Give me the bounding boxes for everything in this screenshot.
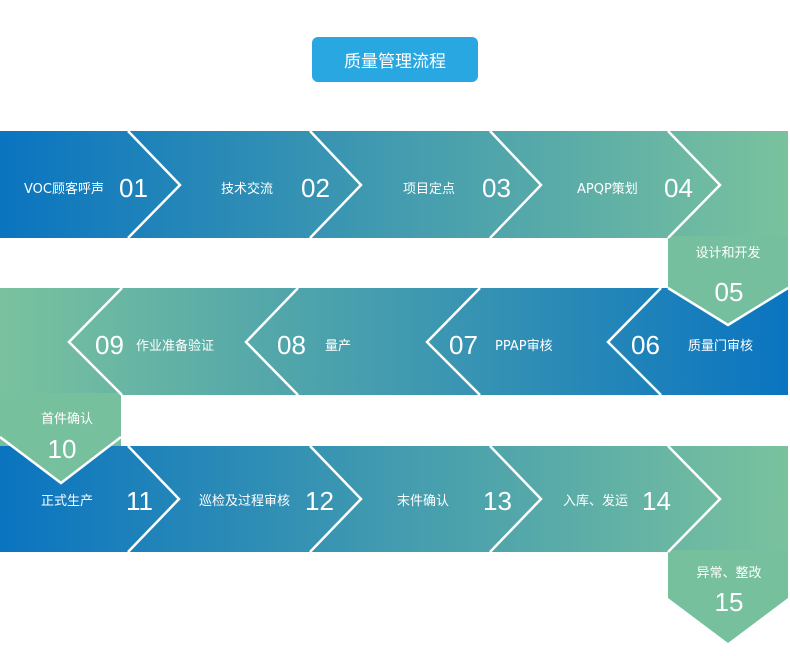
step-12-number: 12: [305, 486, 334, 516]
step-03-label: 项目定点: [403, 182, 455, 197]
step-13-number: 13: [483, 486, 512, 516]
step-02-label: 技术交流: [221, 181, 273, 197]
step-09-number: 09: [95, 330, 124, 360]
step-10-label: 首件确认: [41, 412, 93, 427]
step-14-label: 入库、发运: [563, 493, 628, 509]
step-12-label: 巡检及过程审核: [199, 494, 290, 509]
step-11-number: 11: [126, 486, 153, 516]
row-1-band: [0, 131, 788, 238]
step-07-number: 07: [449, 330, 478, 360]
step-11-label: 正式生产: [41, 494, 93, 509]
step-06-number: 06: [631, 330, 660, 360]
step-06-label: 质量门审核: [688, 339, 753, 354]
separator: [67, 287, 123, 396]
step-01-label: VOC顾客呼声: [24, 181, 104, 197]
separator: [309, 130, 363, 239]
turn-box-05-arrow: [668, 288, 788, 325]
step-13-label: 末件确认: [397, 494, 449, 509]
step-10-number: 10: [48, 434, 77, 464]
separator: [244, 287, 299, 396]
step-04-label: APQP策划: [577, 181, 638, 197]
separator: [667, 445, 722, 553]
step-08-label: 量产: [325, 339, 351, 354]
separator: [489, 445, 543, 553]
turn-box-10: [0, 393, 121, 483]
step-02-number: 02: [301, 173, 330, 203]
separator: [606, 287, 662, 396]
step-08-number: 08: [277, 330, 306, 360]
separator: [0, 436, 122, 485]
separator: [309, 445, 363, 553]
step-04-number: 04: [664, 173, 693, 203]
separator: [127, 130, 182, 239]
row-2-band: [0, 288, 788, 395]
step-03-number: 03: [482, 173, 511, 203]
turn-box-10-arrow: [0, 437, 121, 483]
separator: [667, 286, 789, 327]
end-box-15: [668, 550, 788, 643]
separator: [127, 445, 181, 553]
step-15-number: 15: [715, 587, 744, 617]
step-01-number: 01: [119, 173, 148, 203]
step-15-label: 异常、整改: [696, 566, 761, 581]
step-14-number: 14: [642, 486, 671, 516]
separator: [667, 130, 722, 239]
step-05-label: 设计和开发: [695, 245, 760, 261]
step-09-label: 作业准备验证: [136, 338, 214, 354]
row-3-band: [0, 446, 788, 552]
title-button[interactable]: 质量管理流程: [312, 37, 478, 82]
separator: [489, 130, 543, 239]
separator: [425, 287, 481, 396]
step-07-label: PPAP审核: [495, 339, 553, 354]
step-05-number: 05: [715, 277, 744, 307]
